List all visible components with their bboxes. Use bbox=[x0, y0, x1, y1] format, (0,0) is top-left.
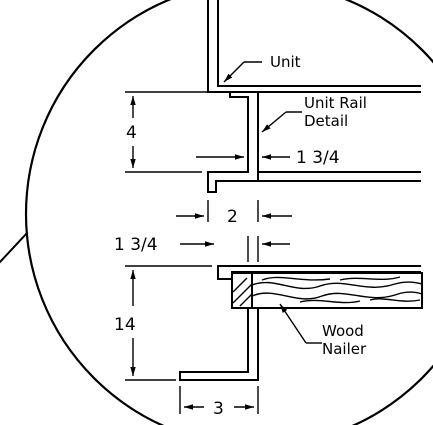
label-wood-line1: Wood bbox=[322, 322, 364, 340]
dim-curb-height-value: 14 bbox=[114, 315, 136, 335]
dim-curb-flange-value: 3 bbox=[213, 399, 224, 419]
leader-unit-rail bbox=[261, 111, 302, 133]
dim-rail-thickness-value: 1 3/4 bbox=[296, 148, 340, 168]
dim-rail-height-value: 4 bbox=[126, 123, 137, 143]
dim-rail-flange-value: 2 bbox=[227, 207, 238, 227]
wood-nailer bbox=[231, 272, 423, 309]
label-unit-rail-line1: Unit Rail bbox=[304, 94, 367, 112]
dim-rail-height bbox=[125, 91, 224, 173]
curb-walls bbox=[179, 307, 421, 381]
leader-unit bbox=[223, 61, 262, 83]
unit-box bbox=[207, 0, 421, 93]
dim-curb-thickness-value: 1 3/4 bbox=[114, 235, 158, 255]
detail-leader-line bbox=[0, 231, 29, 264]
unit-rail bbox=[207, 91, 421, 193]
label-unit-rail-line2: Detail bbox=[304, 112, 348, 130]
label-unit: Unit bbox=[270, 53, 301, 71]
leader-wood-nailer bbox=[279, 303, 322, 344]
dim-curb-thickness bbox=[180, 236, 290, 262]
dim-curb-height bbox=[125, 265, 212, 381]
label-wood-line2: Nailer bbox=[322, 340, 367, 358]
dim-curb-flange bbox=[179, 386, 259, 414]
detail-circle bbox=[24, 0, 433, 425]
dim-rail-flange bbox=[176, 200, 292, 222]
